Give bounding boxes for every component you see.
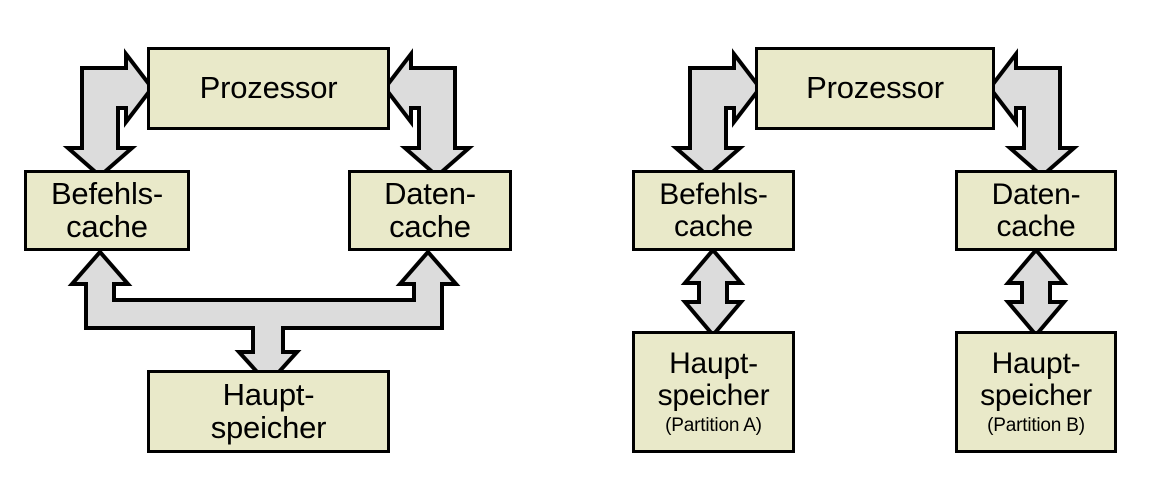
right-node-processor[interactable]: Prozessor [755,47,995,130]
right-main-memory-a-partition-label: (Partition A) [665,414,762,436]
arrow-processor-instruction-cache-left [62,48,155,179]
right-node-data-cache[interactable]: Daten- cache [955,170,1117,251]
left-node-main-memory[interactable]: Haupt- speicher [147,370,390,453]
left-main-memory-label: Haupt- speicher [210,376,327,445]
left-node-instruction-cache[interactable]: Befehls- cache [24,170,190,251]
right-main-memory-b-partition-label: (Partition B) [987,414,1085,436]
right-node-main-memory-b[interactable]: Haupt- speicher (Partition B) [955,331,1117,453]
right-processor-label: Prozessor [806,70,944,106]
left-node-data-cache[interactable]: Daten- cache [348,170,512,251]
right-node-main-memory-a[interactable]: Haupt- speicher (Partition A) [632,331,795,453]
arrow-data-cache-memory-b [1003,246,1069,339]
arrow-caches-main-memory-trident [67,248,461,387]
right-node-instruction-cache[interactable]: Befehls- cache [632,170,795,251]
right-data-cache-label: Daten- cache [991,177,1081,243]
arrow-processor-data-cache-right [987,48,1080,179]
right-main-memory-a-label: Haupt- speicher [657,347,770,412]
left-instruction-cache-label: Befehls- cache [50,175,164,244]
arrow-processor-instruction-cache-right [670,48,763,179]
right-instruction-cache-label: Befehls- cache [659,177,768,243]
arrow-processor-data-cache-left [382,48,475,179]
left-node-processor[interactable]: Prozessor [147,47,390,130]
arrow-instruction-cache-memory-a [680,246,746,339]
left-processor-label: Prozessor [199,70,338,106]
left-data-cache-label: Daten- cache [384,175,476,244]
right-main-memory-b-label: Haupt- speicher [980,347,1092,412]
